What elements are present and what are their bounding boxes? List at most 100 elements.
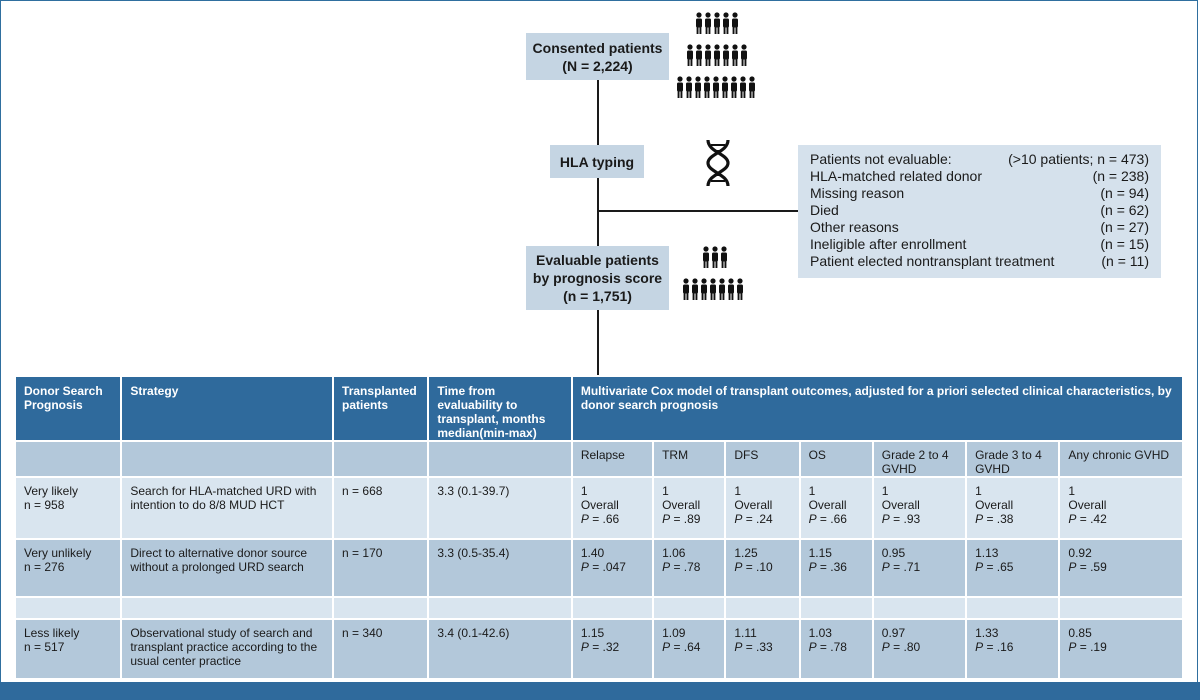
strategy-text: Direct to alternative donor source witho… (130, 546, 308, 574)
group-of-people-icon (683, 246, 743, 300)
hazard-ratio: 0.92 (1068, 546, 1092, 560)
header-strategy: Strategy (122, 377, 333, 440)
exclusion-count: (n = 94) (1100, 185, 1149, 201)
cell-transplanted: n = 340 (334, 620, 428, 678)
p-value: = .71 (893, 560, 921, 574)
table-spacer-row (16, 598, 1182, 618)
p-value: = .64 (673, 640, 701, 654)
p-value: = .10 (745, 560, 773, 574)
exclusions-box: Patients not evaluable: (>10 patients; n … (798, 145, 1161, 278)
exclusion-label: Patient elected nontransplant treatment (810, 253, 1055, 269)
exclusion-count: (n = 27) (1100, 219, 1149, 235)
cell-time: 3.3 (0.1-39.7) (429, 478, 571, 538)
p-symbol: P (808, 640, 817, 654)
evaluable-patients-box: Evaluable patients by prognosis score (n… (526, 246, 669, 310)
exclusion-label: Patients not evaluable: (810, 151, 952, 167)
prognosis-label: Very unlikely (24, 546, 92, 560)
prognosis-label: Less likely (24, 626, 80, 640)
exclusion-label: Died (810, 202, 839, 218)
evaluable-count: (n = 1,751) (563, 288, 632, 304)
hazard-ratio: 1 (734, 484, 742, 498)
exclusion-count: (n = 15) (1100, 236, 1149, 252)
p-value: = .047 (592, 560, 626, 574)
p-symbol: P (580, 560, 589, 574)
p-symbol: P (662, 560, 671, 574)
cell-strategy: Search for HLA-matched URD with intentio… (122, 478, 333, 538)
p-value: = .66 (592, 512, 620, 526)
hazard-ratio: 1.06 (662, 546, 686, 560)
reference-note: Overall (881, 498, 920, 512)
exclusion-count: (n = 62) (1100, 202, 1149, 218)
p-symbol: P (734, 640, 743, 654)
p-symbol: P (1068, 560, 1077, 574)
cell-strategy: Direct to alternative donor source witho… (122, 540, 333, 596)
p-symbol: P (662, 512, 671, 526)
hazard-ratio: 0.95 (881, 546, 906, 560)
time-to-transplant: 3.3 (0.1-39.7) (437, 484, 510, 498)
p-value: = .36 (819, 560, 847, 574)
outcome-relapse: Relapse (572, 442, 653, 476)
outcome-trm: TRM (654, 442, 725, 476)
exclusion-label: Ineligible after enrollment (810, 236, 967, 252)
hla-typing-label: HLA typing (559, 153, 635, 170)
p-value: = .89 (673, 512, 701, 526)
hazard-ratio: 1 (881, 484, 889, 498)
exclusion-item: Died (n = 62) (810, 202, 1149, 219)
hazard-ratio: 1 (662, 484, 669, 498)
transplanted-count: n = 668 (342, 484, 383, 498)
p-symbol: P (580, 512, 589, 526)
p-value: = .42 (1079, 512, 1107, 526)
hazard-ratio: 1.03 (808, 626, 832, 640)
exclusion-count: (>10 patients; n = 473) (1008, 151, 1149, 167)
prognosis-label: Very likely (24, 484, 79, 498)
evaluable-label-2: by prognosis score (532, 270, 663, 286)
prognosis-count: n = 517 (24, 640, 65, 654)
strategy-text: Observational study of search and transp… (130, 626, 318, 668)
table-header-row: Donor Search Prognosis Strategy Transpla… (16, 377, 1182, 440)
exclusion-item: Patient elected nontransplant treatment(… (810, 253, 1149, 270)
header-prognosis: Donor Search Prognosis (16, 377, 121, 440)
hazard-ratio: 1.33 (975, 626, 999, 640)
results-table: Donor Search Prognosis Strategy Transpla… (14, 375, 1184, 680)
evaluable-label: Evaluable patients (536, 252, 659, 268)
p-value: = .19 (1079, 640, 1107, 654)
outcome-grade-2-4-gvhd: Grade 2 to 4 GVHD (873, 442, 966, 476)
p-symbol: P (881, 512, 890, 526)
outcome-os: OS (800, 442, 872, 476)
p-value: = .78 (673, 560, 701, 574)
flow-connector-exclusions (597, 210, 798, 212)
consented-patients-box: Consented patients (N = 2,224) (526, 33, 669, 80)
time-to-transplant: 3.3 (0.5-35.4) (437, 546, 510, 560)
reference-note: Overall (662, 498, 701, 512)
outcome-header-row: Relapse TRM DFS OS Grade 2 to 4 GVHD Gra… (16, 442, 1182, 476)
exclusion-item: HLA-matched related donor(n = 238) (810, 168, 1149, 185)
consented-label: Consented patients (532, 39, 663, 56)
outcome-grade-3-4-gvhd: Grade 3 to 4 GVHD (967, 442, 1059, 476)
strategy-text: Search for HLA-matched URD with intentio… (130, 484, 317, 512)
p-symbol: P (975, 560, 984, 574)
p-symbol: P (808, 512, 817, 526)
reference-note: Overall (975, 498, 1014, 512)
p-value: = .80 (893, 640, 921, 654)
prognosis-count: n = 276 (24, 560, 65, 574)
cell-strategy: Observational study of search and transp… (122, 620, 333, 678)
exclusion-label: Other reasons (810, 219, 899, 235)
time-to-transplant: 3.4 (0.1-42.6) (437, 626, 510, 640)
hazard-ratio: 1.40 (580, 546, 605, 560)
p-value: = .32 (592, 640, 620, 654)
cell-transplanted: n = 668 (334, 478, 428, 538)
